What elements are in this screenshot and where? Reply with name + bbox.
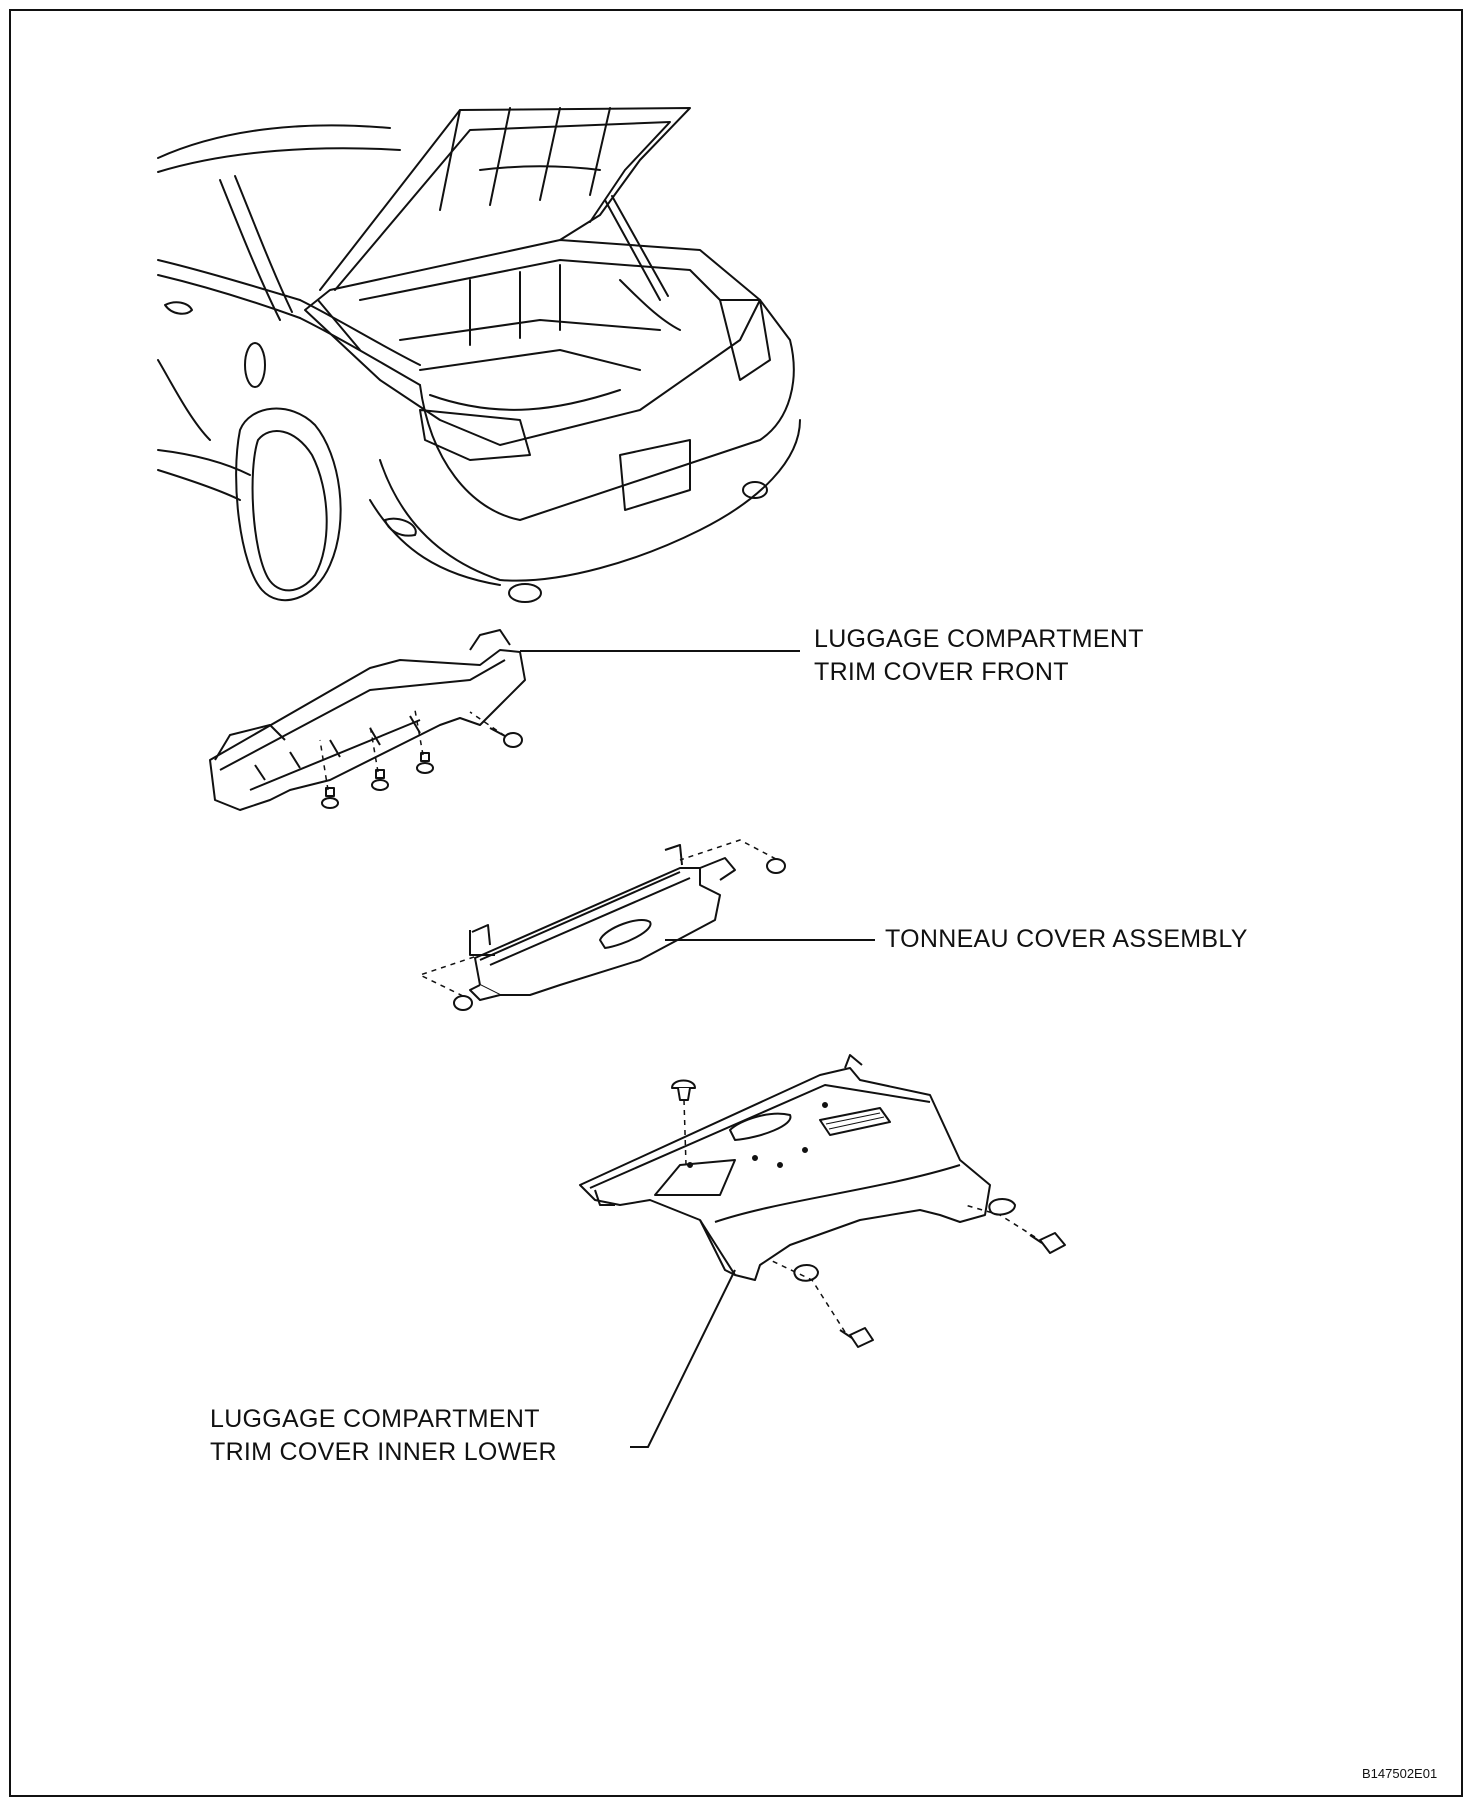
trim-cover-front-part (209, 629, 526, 811)
label-tonneau-cover: TONNEAU COVER ASSEMBLY (885, 923, 1248, 956)
clip-fastener (671, 1079, 696, 1101)
label-trim-cover-inner-lower-line2: TRIM COVER INNER LOWER (210, 1438, 557, 1466)
label-tonneau-cover-line1: TONNEAU COVER ASSEMBLY (885, 925, 1248, 953)
label-trim-cover-inner-lower: LUGGAGE COMPARTMENT TRIM COVER INNER LOW… (210, 1403, 557, 1469)
trim-cover-inner-lower-part (579, 1054, 1066, 1348)
leader-lines (520, 650, 875, 1448)
diagram-frame (9, 9, 1463, 1797)
leader-inner-lower (630, 1269, 736, 1448)
label-trim-cover-inner-lower-line1: LUGGAGE COMPARTMENT (210, 1405, 540, 1433)
car-illustration (157, 107, 801, 603)
label-trim-cover-front: LUGGAGE COMPARTMENT TRIM COVER FRONT (814, 623, 1144, 689)
figure-code: B147502E01 (1362, 1766, 1438, 1781)
label-trim-cover-front-line2: TRIM COVER FRONT (814, 658, 1069, 686)
tonneau-cover-part (419, 839, 786, 1011)
label-trim-cover-front-line1: LUGGAGE COMPARTMENT (814, 625, 1144, 653)
